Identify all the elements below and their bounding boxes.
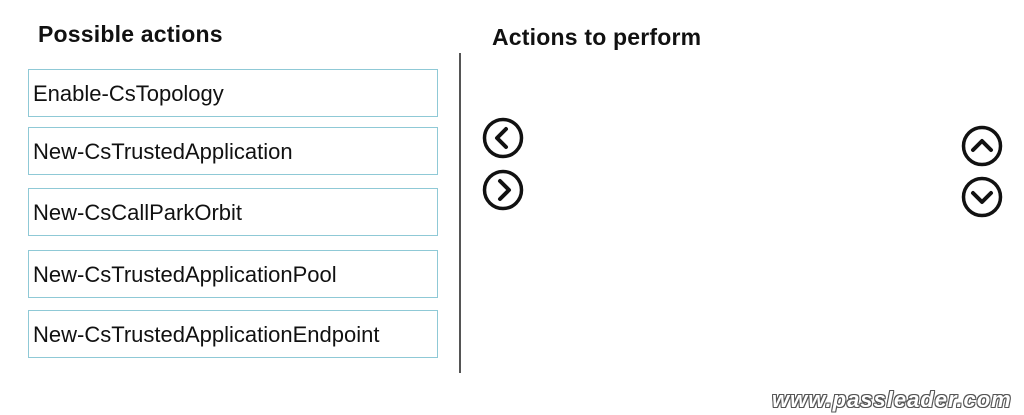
action-item-new-cstrustedapplicationendpoint[interactable]: New-CsTrustedApplicationEndpoint [28, 310, 438, 358]
action-item-new-cscallparkorbit[interactable]: New-CsCallParkOrbit [28, 188, 438, 236]
action-item-new-cstrustedapplicationpool[interactable]: New-CsTrustedApplicationPool [28, 250, 438, 298]
move-down-button[interactable] [961, 176, 1003, 218]
action-item-enable-cstopology[interactable]: Enable-CsTopology [28, 69, 438, 117]
chevron-left-circle-icon [482, 117, 524, 159]
move-left-button[interactable] [482, 117, 524, 159]
chevron-up-circle-icon [961, 125, 1003, 167]
actions-to-perform-heading: Actions to perform [492, 24, 702, 50]
action-item-new-cstrustedapplication[interactable]: New-CsTrustedApplication [28, 127, 438, 175]
watermark: www.passleader.com [772, 387, 1012, 412]
move-right-button[interactable] [482, 169, 524, 211]
column-divider [459, 53, 461, 373]
move-up-button[interactable] [961, 125, 1003, 167]
actions-to-perform-area[interactable] [540, 60, 940, 360]
possible-actions-heading: Possible actions [38, 21, 223, 47]
chevron-right-circle-icon [482, 169, 524, 211]
chevron-down-circle-icon [961, 176, 1003, 218]
